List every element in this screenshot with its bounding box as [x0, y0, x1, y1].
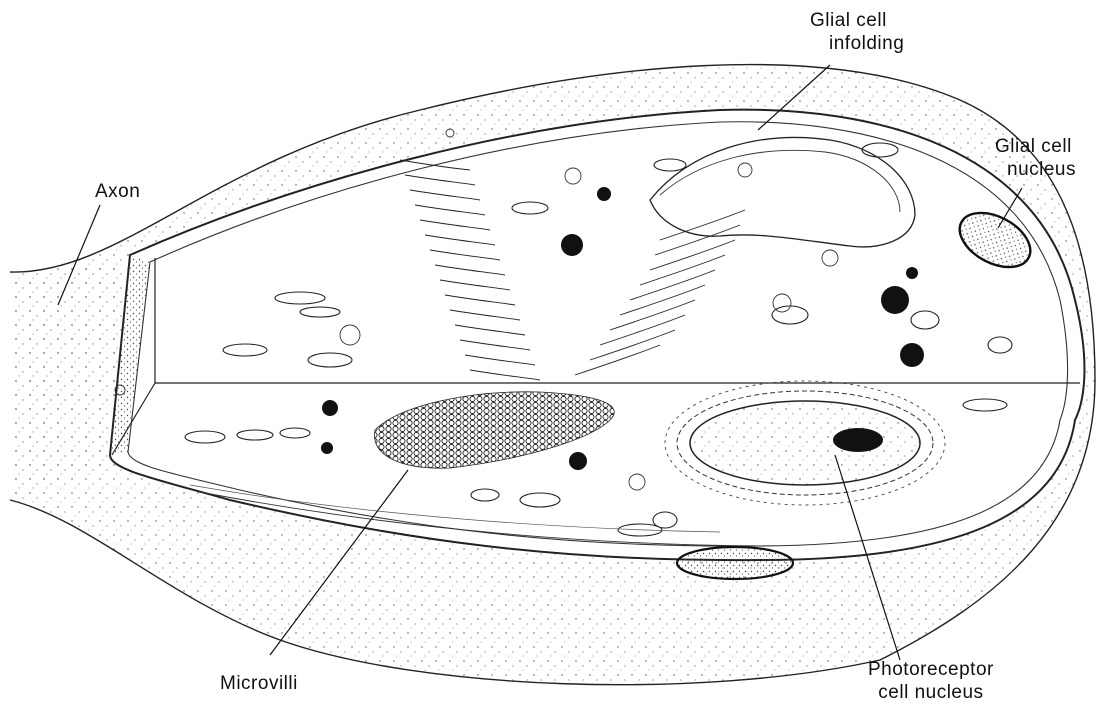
label-glial-cell-nucleus-line1: Glial cell	[995, 135, 1076, 158]
label-glial-cell-nucleus-line2: nucleus	[995, 158, 1076, 181]
label-glial-cell-nucleus: Glial cell nucleus	[995, 135, 1076, 181]
label-glial-cell-infolding-line1: Glial cell	[810, 9, 904, 32]
label-axon: Axon	[95, 180, 140, 203]
label-photoreceptor-cell-nucleus: Photoreceptor cell nucleus	[868, 658, 994, 704]
lower-glial-nucleus	[677, 547, 793, 579]
label-glial-cell-infolding: Glial cell infolding	[810, 9, 904, 55]
label-photoreceptor-cell-nucleus-line1: Photoreceptor	[868, 658, 994, 681]
photoreceptor-nucleus-shape	[690, 401, 920, 485]
nucleolus	[833, 428, 883, 452]
label-glial-cell-infolding-line2: infolding	[810, 32, 904, 55]
label-photoreceptor-cell-nucleus-line2: cell nucleus	[868, 681, 994, 704]
label-microvilli: Microvilli	[220, 672, 298, 695]
